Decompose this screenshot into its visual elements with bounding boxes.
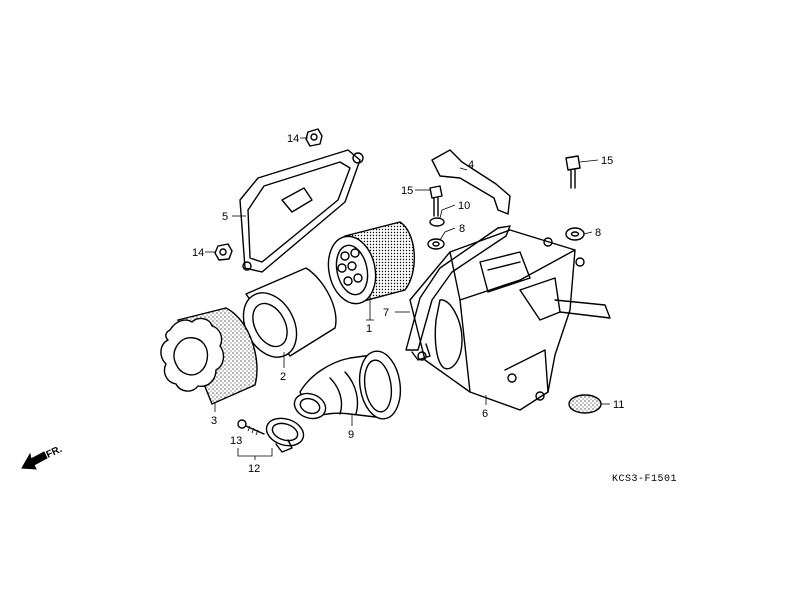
part-8-rubber-left <box>427 238 445 250</box>
label-12: 12 <box>248 463 260 475</box>
part-7-gasket <box>405 225 511 361</box>
part-14-nut-left <box>214 243 233 261</box>
label-11: 11 <box>613 399 624 411</box>
label-6: 6 <box>482 408 488 420</box>
part-14-nut-top <box>305 128 323 147</box>
front-marker-label: FR. <box>45 444 64 461</box>
part-10-washer <box>429 217 445 227</box>
label-10: 10 <box>458 200 470 212</box>
label-5: 5 <box>222 211 228 223</box>
front-direction-arrow-icon <box>21 451 48 470</box>
label-14-left: 14 <box>192 247 204 259</box>
part-15-bolt-left <box>429 185 443 217</box>
part-6-air-cleaner-case <box>409 229 611 411</box>
label-3: 3 <box>211 415 217 427</box>
label-15-left: 15 <box>401 185 413 197</box>
part-1-filter-element <box>327 221 416 305</box>
label-14-top: 14 <box>287 133 299 145</box>
part-15-bolt-right <box>565 155 581 189</box>
label-2: 2 <box>280 371 286 383</box>
part-5-cover <box>239 149 364 273</box>
diagram-code: KCS3-F1501 <box>612 474 677 485</box>
part-4-strap <box>431 149 511 215</box>
leader-lines <box>205 137 610 460</box>
label-15-right: 15 <box>601 155 613 167</box>
label-9: 9 <box>348 429 354 441</box>
part-9-connecting-tube <box>293 350 402 420</box>
label-8-left: 8 <box>459 223 465 235</box>
part-13-screw <box>237 419 265 436</box>
label-7: 7 <box>383 307 389 319</box>
part-3-foam-element <box>160 307 258 405</box>
label-8-right: 8 <box>595 227 601 239</box>
part-12-clamp <box>265 417 305 453</box>
label-13: 13 <box>230 435 242 447</box>
label-1: 1 <box>366 323 372 335</box>
part-11-cap <box>568 394 602 414</box>
part-8-rubber-right <box>565 227 585 241</box>
label-4: 4 <box>468 159 474 171</box>
